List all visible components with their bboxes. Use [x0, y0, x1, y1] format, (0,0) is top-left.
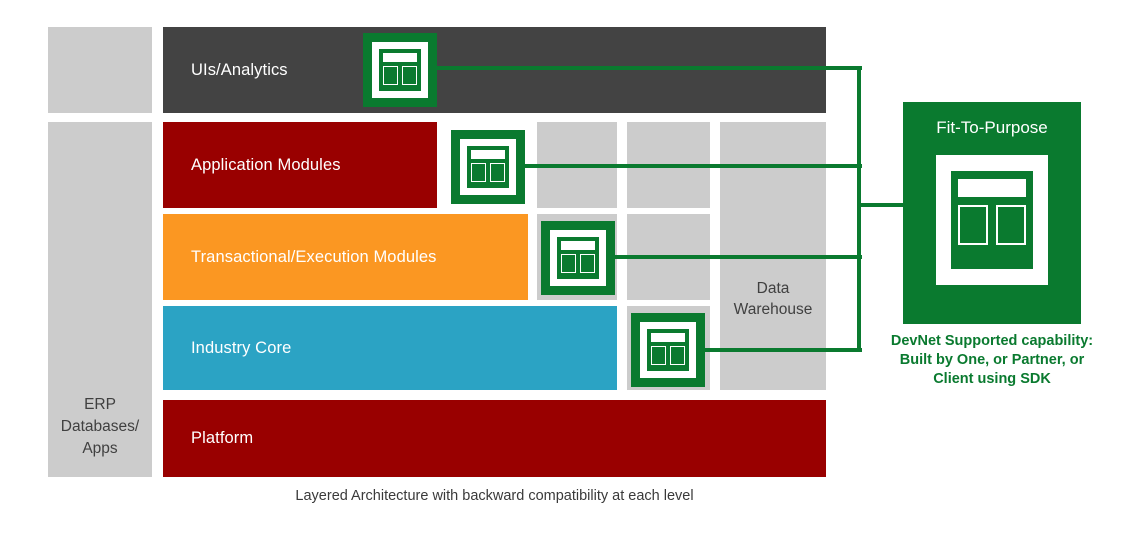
layer-label-transactional-execution-modules: Transactional/Execution Modules [191, 247, 437, 266]
layer-label-industry-core: Industry Core [191, 338, 292, 357]
app-icon-uis-analytics[interactable] [363, 33, 437, 107]
app-icon-topbar [383, 53, 417, 62]
fit-to-purpose-caption: DevNet Supported capability: Built by On… [878, 332, 1106, 389]
app-icon-application-modules[interactable] [451, 130, 525, 204]
connector-line-industry [698, 348, 862, 352]
fit-to-purpose-title: Fit-To-Purpose [936, 118, 1048, 137]
fit-to-purpose-caption-line3: Client using SDK [933, 371, 1051, 387]
erp-label-line1: ERP [84, 396, 116, 413]
app-icon-pane-right [490, 163, 505, 182]
app-icon-topbar [471, 150, 505, 159]
data-warehouse-label: Data Warehouse [720, 278, 826, 320]
app-icon-pane-right [402, 66, 417, 85]
connector-line-transactional [608, 255, 862, 259]
layer-label-uis-analytics: UIs/Analytics [191, 60, 288, 79]
layer-label-application-modules: Application Modules [191, 155, 341, 174]
connector-line-uis [430, 66, 862, 70]
bottom-caption: Layered Architecture with backward compa… [295, 488, 694, 504]
erp-label-line3: Apps [82, 440, 118, 457]
erp-label-line2: Databases/ [60, 418, 140, 435]
app-icon-pane-left [383, 66, 398, 85]
fit-to-purpose-box[interactable]: Fit-To-Purpose [903, 102, 1081, 324]
layer-platform[interactable]: Platform [163, 400, 826, 477]
layer-uis-analytics[interactable]: UIs/Analytics [163, 27, 826, 113]
layer-transactional-execution-modules[interactable]: Transactional/Execution Modules [163, 214, 528, 300]
layer-label-platform: Platform [191, 429, 254, 447]
erp-column-main [48, 122, 152, 477]
erp-column-top [48, 27, 152, 113]
app-icon-pane-left [958, 205, 988, 245]
app-icon-transactional-execution-modules[interactable] [541, 221, 615, 295]
app-icon-pane-left [651, 346, 666, 365]
app-icon-pane-left [471, 163, 486, 182]
data-warehouse-label-line1: Data [756, 280, 790, 297]
app-icon-topbar [958, 179, 1026, 197]
app-icon-pane-left [561, 254, 576, 273]
connector-brace-spine [857, 66, 861, 352]
app-icon-topbar [561, 241, 595, 250]
app-icon-pane-right [670, 346, 685, 365]
layer-industry-core[interactable]: Industry Core [163, 306, 617, 390]
fit-to-purpose-caption-line2: Built by One, or Partner, or [899, 352, 1085, 368]
data-warehouse-label-line2: Warehouse [733, 301, 813, 318]
app-icon-industry-core[interactable] [631, 313, 705, 387]
app-icon-pane-right [996, 205, 1026, 245]
connector-line-application [518, 164, 862, 168]
erp-column-label: ERP Databases/ Apps [48, 394, 152, 460]
connector-to-fit-to-purpose [857, 203, 905, 207]
app-icon-topbar [651, 333, 685, 342]
fit-to-purpose-caption-line1: DevNet Supported capability: [890, 333, 1094, 349]
fit-to-purpose-app-icon [936, 155, 1048, 285]
layer-application-modules[interactable]: Application Modules [163, 122, 437, 208]
app-icon-pane-right [580, 254, 595, 273]
